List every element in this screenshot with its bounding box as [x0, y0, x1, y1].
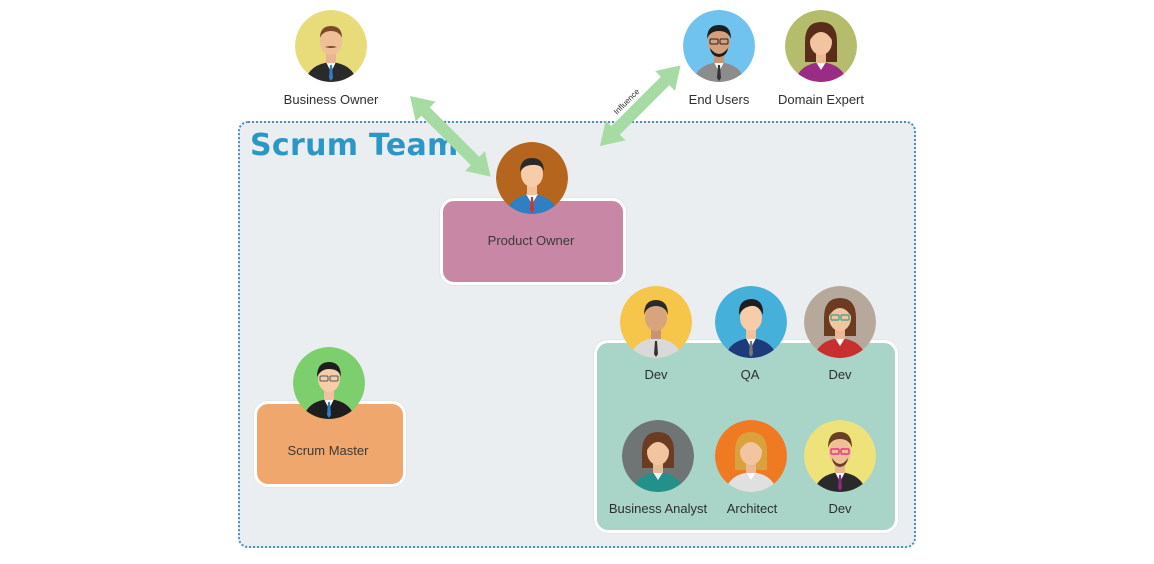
domain-expert-avatar-icon	[785, 10, 857, 82]
end-users-avatar-icon	[683, 10, 755, 82]
scrum-team-title: Scrum Team	[250, 128, 459, 163]
domain-expert-label: Domain Expert	[778, 92, 864, 107]
qa-avatar-icon	[715, 286, 787, 358]
dev-team-member-label: Dev	[828, 501, 852, 516]
product-owner-avatar-icon	[496, 142, 568, 214]
end-users-label: End Users	[688, 92, 750, 107]
arrow-business-owner-product-owner	[410, 96, 491, 177]
dev-team-member-label: Business Analyst	[608, 501, 708, 516]
dev-avatar-icon	[804, 286, 876, 358]
business-analyst-avatar-icon	[622, 420, 694, 492]
architect-avatar-icon	[715, 420, 787, 492]
dev-avatar-icon	[804, 420, 876, 492]
business-owner-avatar-icon	[295, 10, 367, 82]
scrum-master-label: Scrum Master	[287, 443, 369, 458]
dev-team-member-label: Dev	[828, 367, 852, 382]
dev-team-member-label: QA	[740, 367, 760, 382]
arrow-end-users-product-owner	[600, 65, 681, 146]
business-owner-label: Business Owner	[283, 92, 379, 107]
scrum-master-box	[254, 401, 406, 487]
dev-avatar-icon	[620, 286, 692, 358]
scrum-master-avatar-icon	[293, 347, 365, 419]
product-owner-label: Product Owner	[487, 233, 575, 248]
dev-team-member-label: Architect	[726, 501, 778, 516]
dev-team-member-label: Dev	[644, 367, 668, 382]
